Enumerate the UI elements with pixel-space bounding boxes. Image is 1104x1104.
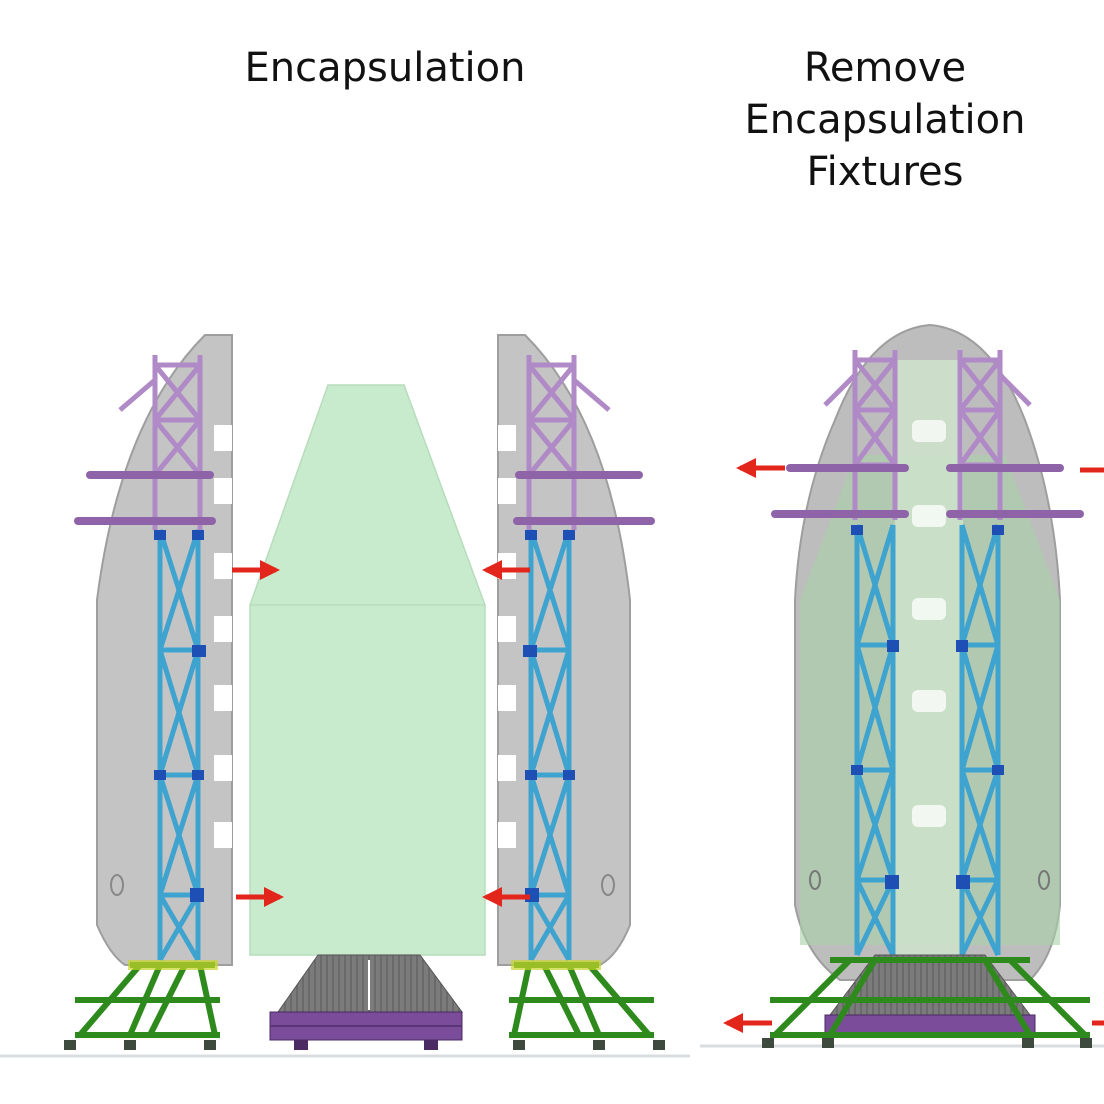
payload-envelope [249, 384, 486, 956]
left-panel-arrows [232, 560, 530, 907]
right-panel-arrows [723, 458, 1104, 1033]
assembled-right-tower [946, 350, 1084, 957]
caption-line-3: Fixtures [806, 149, 964, 195]
caption-remove-encapsulation-fixtures: Remove Encapsulation Fixtures [685, 42, 1085, 198]
assembled-stack [794, 323, 1061, 981]
caption-line-2: Encapsulation [744, 97, 1026, 143]
caption-encapsulation: Encapsulation [244, 45, 526, 91]
payload-adapter-cart [269, 954, 463, 1050]
assembled-left-tower [771, 350, 909, 957]
assembled-base [762, 954, 1092, 1048]
left-encapsulation-tower [64, 355, 220, 1050]
caption-line-1: Remove [803, 45, 967, 91]
right-encapsulation-tower [509, 355, 665, 1050]
